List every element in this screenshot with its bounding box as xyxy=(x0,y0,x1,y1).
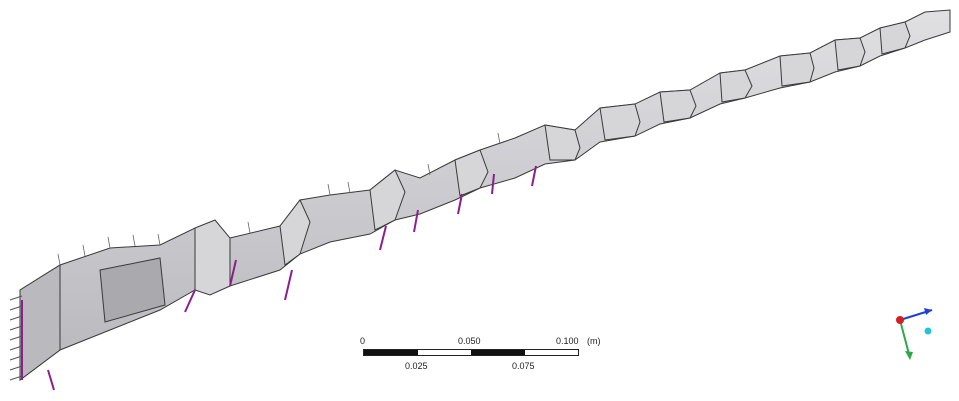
triad-dot xyxy=(924,327,932,335)
highlighted-edges xyxy=(21,165,537,391)
scale-label-0050: 0.050 xyxy=(458,336,481,346)
scale-label-0025: 0.025 xyxy=(405,361,428,371)
scale-seg-4 xyxy=(524,350,578,355)
channel-top-surface xyxy=(19,9,951,381)
triad-y-arrowhead xyxy=(905,351,913,360)
scale-bar-graphic xyxy=(363,349,579,356)
inlet-arrows xyxy=(9,295,23,381)
scale-unit: (m) xyxy=(587,336,601,346)
scale-label-0: 0 xyxy=(360,336,366,346)
surface-normals xyxy=(57,132,501,266)
scale-seg-2 xyxy=(417,350,471,355)
triad-origin-z xyxy=(896,316,904,324)
inlet-block-face xyxy=(99,257,166,323)
scale-seg-3 xyxy=(471,350,525,355)
scale-label-0075: 0.075 xyxy=(512,361,535,371)
scale-label-0100: 0.100 xyxy=(556,336,579,346)
channel-fins xyxy=(194,21,911,296)
triad-x-arrowhead xyxy=(924,308,932,315)
axis-triad[interactable] xyxy=(880,298,950,368)
scale-seg-1 xyxy=(364,350,418,355)
inlet-face xyxy=(19,264,61,381)
